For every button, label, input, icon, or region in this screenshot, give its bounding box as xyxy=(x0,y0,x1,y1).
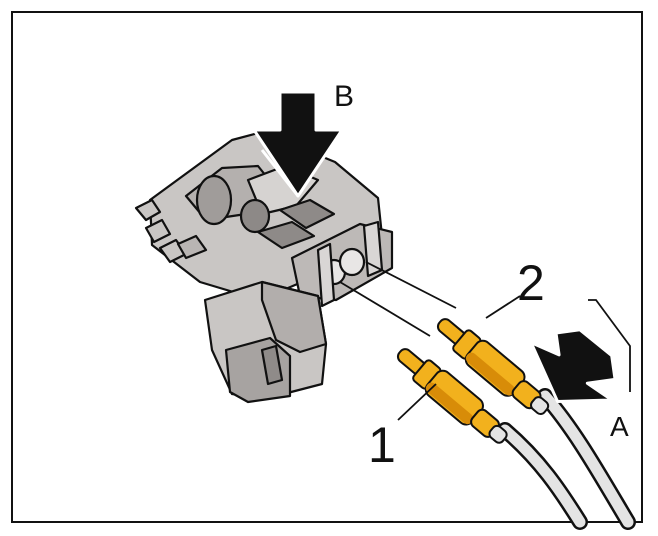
connector-pin-1 xyxy=(396,348,508,444)
label-connector-2: 2 xyxy=(517,255,545,311)
leader-line-1 xyxy=(397,383,437,421)
arrow-a xyxy=(529,299,631,404)
arrow-b xyxy=(252,90,344,198)
label-arrow-b: B xyxy=(334,80,354,113)
label-connector-1: 1 xyxy=(368,417,396,473)
leader-line-2 xyxy=(485,295,521,319)
label-arrow-a: A xyxy=(610,411,629,442)
cables xyxy=(497,388,636,530)
connector-pin-2 xyxy=(436,318,550,416)
insertion-guides xyxy=(339,261,457,337)
